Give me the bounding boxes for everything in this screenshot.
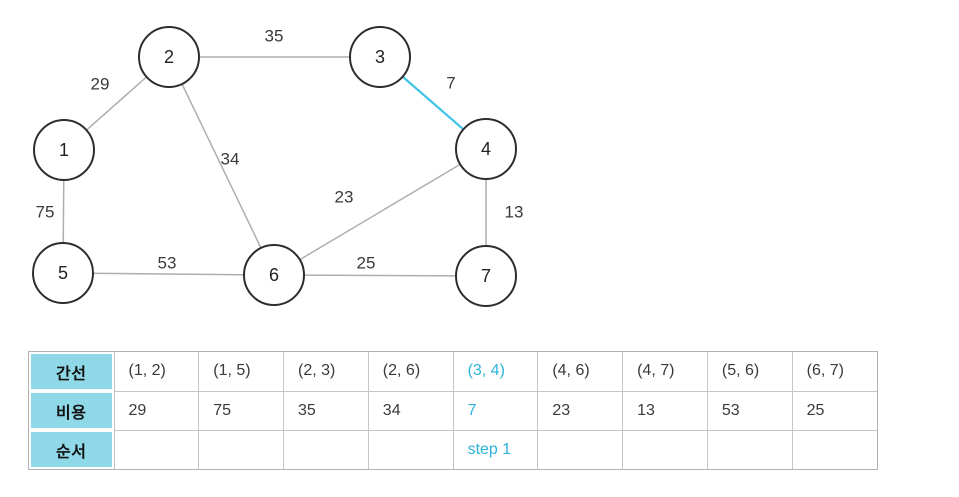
- row-header-step-label: 순서: [31, 432, 112, 467]
- table-cell-cost-67: 25: [791, 390, 877, 431]
- table-cell-cost-26: 34: [367, 390, 454, 431]
- edge-weight-label-4-7: 13: [505, 203, 524, 222]
- table-cell-edge-47: (4, 7): [622, 352, 708, 392]
- table-cell-step-23: [283, 429, 369, 469]
- table-cell-step-26: [367, 429, 454, 469]
- table-cell-step-15: [198, 429, 285, 469]
- table-cell-edge-26: (2, 6): [367, 352, 454, 392]
- edge-cost-table-grid: 간선 (1, 2)(1, 5)(2, 3)(2, 6)(3, 4)(4, 6)(…: [29, 352, 877, 469]
- graph-node-label-2: 2: [164, 47, 174, 67]
- graph-node-label-3: 3: [375, 47, 385, 67]
- table-cell-cost-34: 7: [452, 390, 539, 431]
- row-header-cost-label: 비용: [31, 393, 112, 428]
- table-cell-edge-46: (4, 6): [537, 352, 624, 392]
- table-cell-cost-15: 75: [198, 390, 285, 431]
- edge-weight-label-2-3: 35: [265, 27, 284, 46]
- table-row: 간선 (1, 2)(1, 5)(2, 3)(2, 6)(3, 4)(4, 6)(…: [29, 352, 877, 392]
- graph-edge-6-7: [273, 274, 487, 277]
- table-row: 순서 step 1: [29, 429, 877, 469]
- graph-node-6: [243, 244, 305, 306]
- row-header-step: 순서: [29, 430, 114, 469]
- table-cell-cost-23: 35: [283, 390, 369, 431]
- table-cell-edge-56: (5, 6): [706, 352, 793, 392]
- edge-weight-label-3-4: 7: [446, 74, 455, 93]
- edge-weight-label-1-2: 29: [91, 75, 110, 94]
- graph-node-7: [455, 245, 517, 307]
- graph-node-label-5: 5: [58, 263, 68, 283]
- graph-node-label-4: 4: [481, 139, 491, 159]
- row-header-cost: 비용: [29, 391, 114, 430]
- table-cell-edge-34: (3, 4): [452, 352, 539, 392]
- table-cell-step-47: [622, 429, 708, 469]
- edge-cost-table: 간선 (1, 2)(1, 5)(2, 3)(2, 6)(3, 4)(4, 6)(…: [28, 351, 878, 470]
- table-cell-edge-15: (1, 5): [198, 352, 285, 392]
- row-header-edge-label: 간선: [31, 354, 112, 389]
- graph-node-label-7: 7: [481, 266, 491, 286]
- table-cell-cost-12: 29: [113, 390, 200, 431]
- row-header-edge: 간선: [29, 352, 114, 391]
- edge-weight-label-6-7: 25: [357, 254, 376, 273]
- edge-weight-label-1-5: 75: [36, 203, 55, 222]
- table-cell-step-34: step 1: [452, 429, 539, 469]
- table-cell-step-12: [113, 429, 200, 469]
- graph-node-5: [32, 242, 94, 304]
- edge-weight-label-4-6: 23: [335, 188, 354, 207]
- table-cell-cost-56: 53: [706, 390, 793, 431]
- graph-edge-4-6: [273, 148, 487, 276]
- table-cell-cost-47: 13: [622, 390, 708, 431]
- graph-node-1: [33, 119, 95, 181]
- table-cell-step-46: [537, 429, 624, 469]
- graph-node-label-6: 6: [269, 265, 279, 285]
- edge-weight-label-5-6: 53: [158, 254, 177, 273]
- edge-weight-label-2-6: 34: [221, 150, 240, 169]
- table-cell-step-56: [706, 429, 793, 469]
- graph-node-label-1: 1: [59, 140, 69, 160]
- graph-node-2: [138, 26, 200, 88]
- table-cell-edge-67: (6, 7): [791, 352, 877, 392]
- graph-edge-5-6: [62, 272, 275, 276]
- graph-node-3: [349, 26, 411, 88]
- graph-node-4: [455, 118, 517, 180]
- table-cell-edge-23: (2, 3): [283, 352, 369, 392]
- table-cell-cost-46: 23: [537, 390, 624, 431]
- table-cell-step-67: [791, 429, 877, 469]
- table-cell-edge-12: (1, 2): [113, 352, 200, 392]
- graph-edge-2-6: [168, 56, 275, 276]
